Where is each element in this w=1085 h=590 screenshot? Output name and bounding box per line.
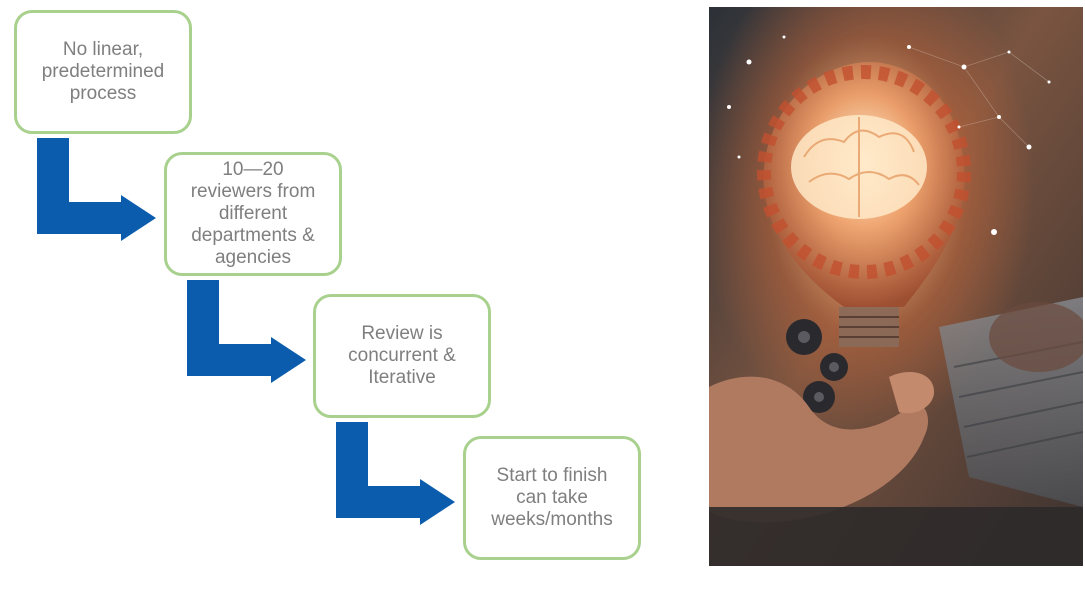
step-box-4: Start to finish can take weeks/months <box>463 436 641 560</box>
step-box-3: Review is concurrent & Iterative <box>313 294 491 418</box>
step-box-1: No linear, predetermined process <box>14 10 192 134</box>
step-3-text: Review is concurrent & Iterative <box>348 323 456 388</box>
elbow-arrow-1 <box>37 138 156 241</box>
step-box-2: 10—20 reviewers from different departmen… <box>164 152 342 276</box>
step-2-text: 10—20 reviewers from different departmen… <box>190 159 316 268</box>
elbow-arrow-2 <box>187 280 306 383</box>
elbow-arrow-3 <box>336 422 455 525</box>
lightbulb-photo <box>709 7 1083 566</box>
step-4-text: Start to finish can take weeks/months <box>491 465 613 530</box>
step-1-text: No linear, predetermined process <box>41 39 165 104</box>
